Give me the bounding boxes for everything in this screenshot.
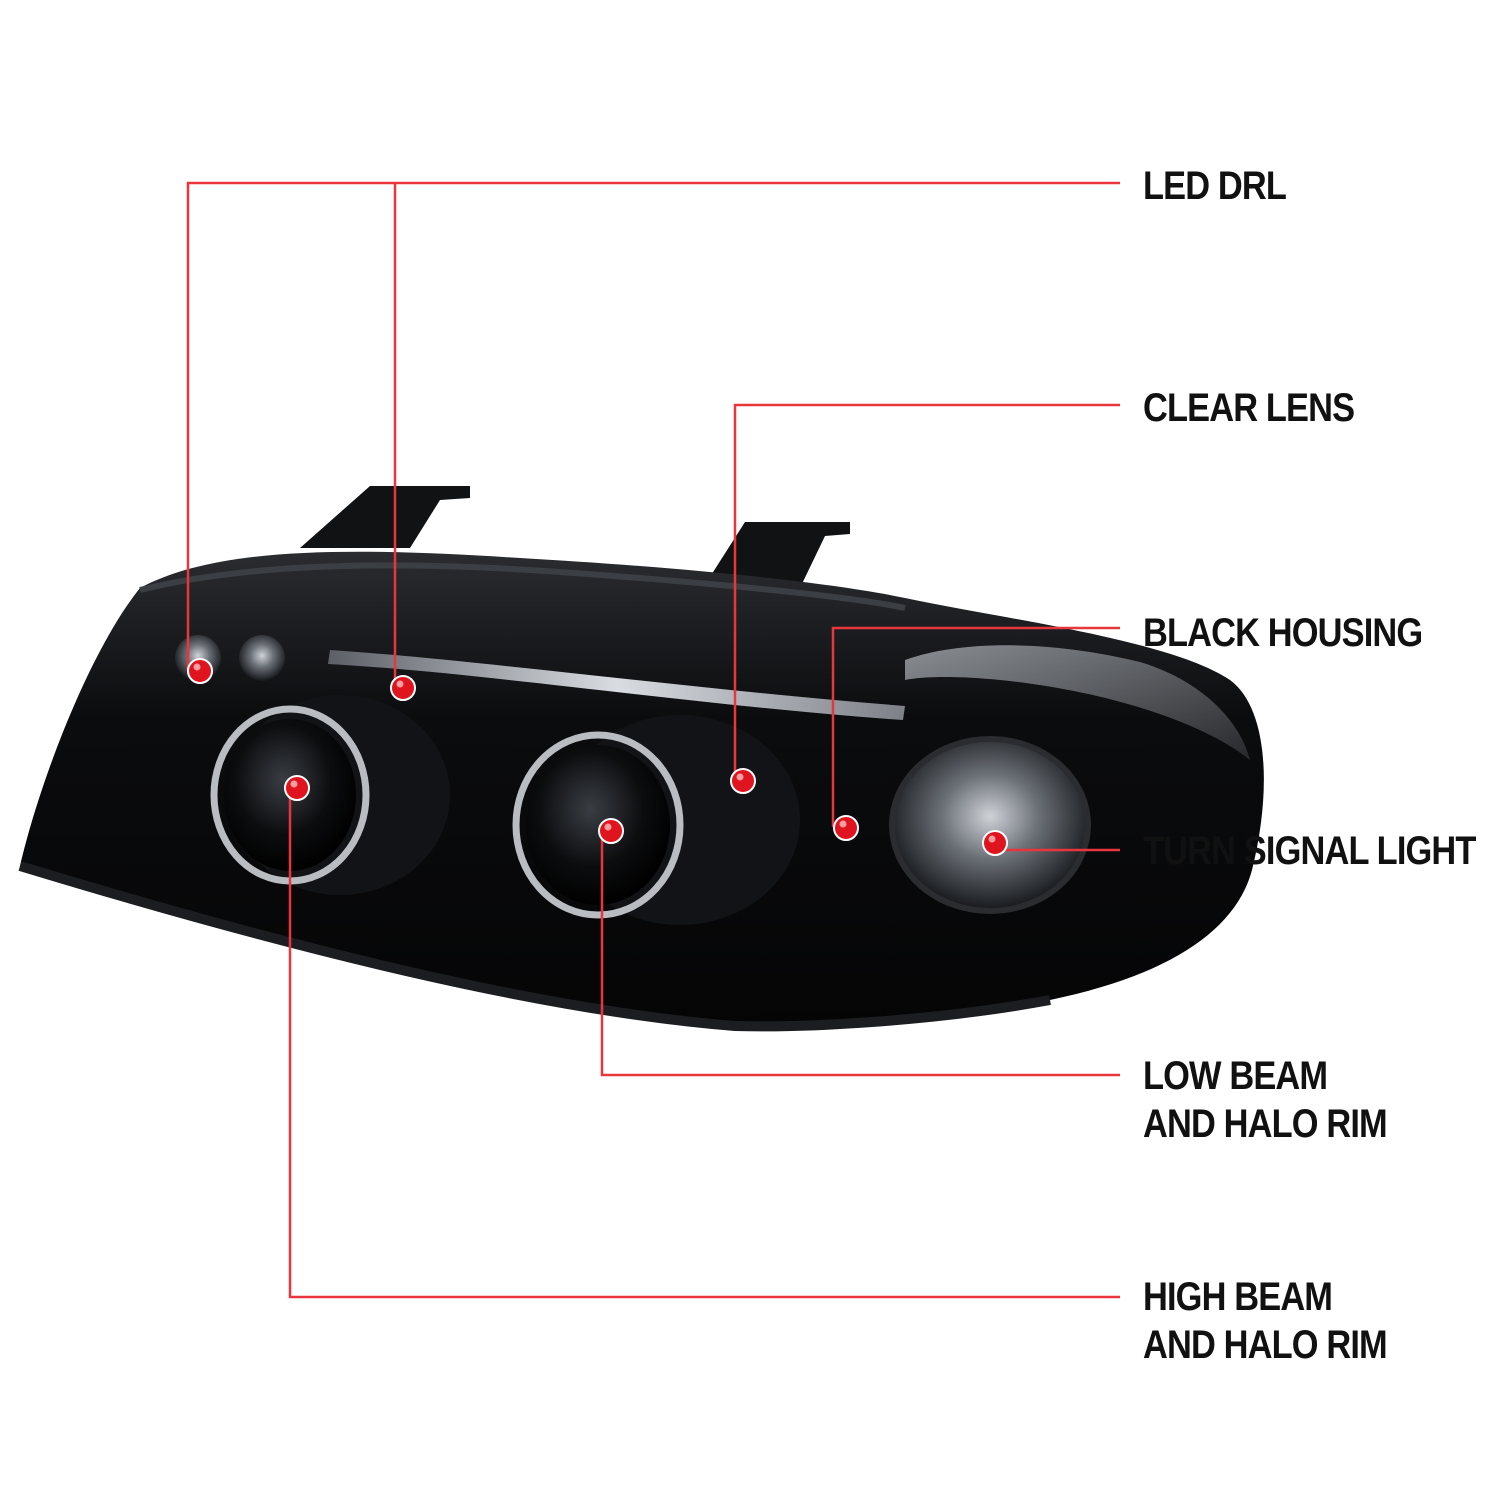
marker-led-drl-strip bbox=[390, 675, 416, 701]
label-turn-signal-light-line-1: TURN SIGNAL LIGHT bbox=[1143, 829, 1476, 873]
label-led-drl-line-1: LED DRL bbox=[1143, 164, 1287, 208]
label-clear-lens-line-1: CLEAR LENS bbox=[1143, 386, 1355, 430]
leader-led-drl-1 bbox=[186, 181, 1120, 670]
low-beam-lens bbox=[526, 745, 670, 905]
marker-low-beam bbox=[598, 818, 624, 844]
marker-turn-signal bbox=[982, 830, 1008, 856]
leader-clear-lens bbox=[733, 403, 1120, 780]
label-black-housing: BLACK HOUSING bbox=[1143, 609, 1423, 657]
marker-high-beam-highlight bbox=[290, 780, 298, 788]
label-black-housing-line-1: BLACK HOUSING bbox=[1143, 611, 1423, 655]
label-high-beam-line-1: HIGH BEAM bbox=[1143, 1275, 1333, 1319]
label-clear-lens: CLEAR LENS bbox=[1143, 384, 1355, 432]
marker-low-beam-highlight bbox=[604, 823, 612, 831]
marker-black-housing bbox=[833, 815, 859, 841]
turn-signal-bezel bbox=[889, 736, 1091, 914]
label-high-beam: HIGH BEAM AND HALO RIM bbox=[1143, 1273, 1388, 1369]
led-orb-2 bbox=[239, 635, 285, 681]
label-turn-signal-light: TURN SIGNAL LIGHT bbox=[1143, 827, 1476, 875]
marker-black-housing-highlight bbox=[839, 820, 847, 828]
label-low-beam: LOW BEAM AND HALO RIM bbox=[1143, 1052, 1388, 1148]
leader-low-beam bbox=[600, 830, 1120, 1077]
housing-lower-trim bbox=[18, 861, 1051, 1032]
leader-high-beam bbox=[288, 788, 1120, 1299]
label-high-beam-line-2: AND HALO RIM bbox=[1143, 1323, 1388, 1367]
turn-signal-reflector bbox=[892, 739, 1088, 911]
leader-black-housing bbox=[831, 626, 1120, 827]
mounting-bracket-right bbox=[708, 522, 850, 588]
housing-top-rim bbox=[139, 562, 906, 611]
label-led-drl: LED DRL bbox=[1143, 162, 1287, 210]
marker-turn-signal-highlight bbox=[988, 835, 996, 843]
marker-clear-lens bbox=[730, 768, 756, 794]
led-drl-strip bbox=[328, 650, 905, 720]
label-low-beam-line-1: LOW BEAM bbox=[1143, 1054, 1328, 1098]
label-low-beam-line-2: AND HALO RIM bbox=[1143, 1102, 1388, 1146]
marker-clear-lens-highlight bbox=[736, 773, 744, 781]
marker-led-drl-orb bbox=[187, 658, 213, 684]
low-beam-halo bbox=[512, 731, 684, 919]
callout-leader-lines bbox=[186, 181, 1120, 1299]
marker-high-beam bbox=[284, 775, 310, 801]
corner-lens bbox=[905, 645, 1250, 760]
callout-markers bbox=[187, 658, 1008, 856]
mounting-bracket-left bbox=[300, 486, 470, 548]
marker-led-drl-strip-highlight bbox=[396, 680, 404, 688]
marker-led-drl-orb-highlight bbox=[193, 663, 201, 671]
